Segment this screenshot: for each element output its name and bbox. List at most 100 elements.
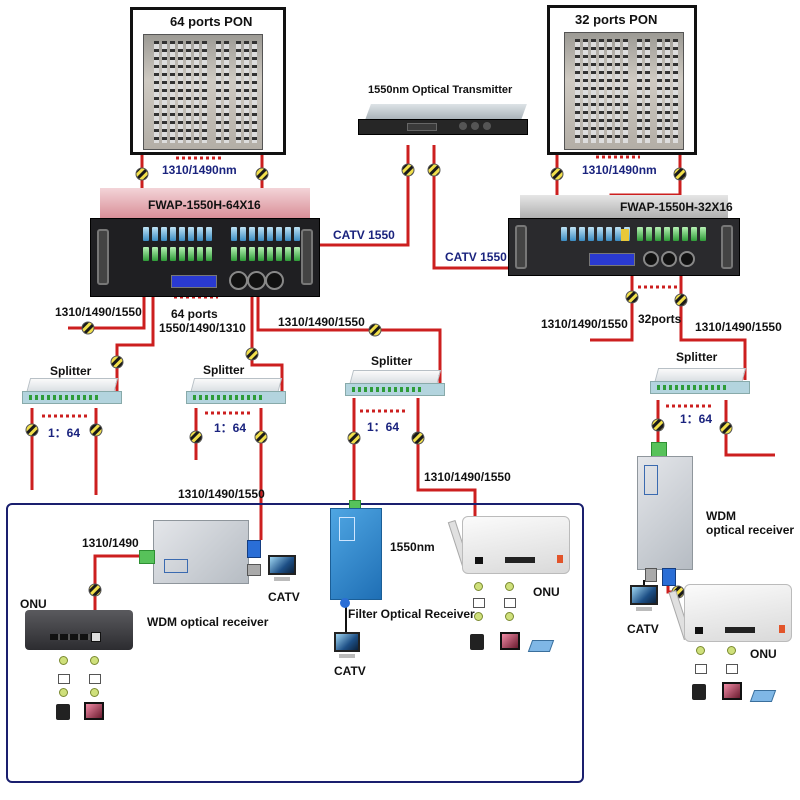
wdm-receiver-out-label: 1310/1490: [82, 536, 139, 550]
pon-right-title: 32 ports PON: [575, 12, 658, 27]
lan-connector-icon: [59, 656, 68, 665]
tv-icon: [268, 555, 296, 581]
olt-chassis-image: [143, 34, 263, 150]
subscriber-premises-box: [6, 503, 584, 783]
wdm-left-top: [100, 188, 310, 218]
link-label: 1310/1490/1550: [695, 320, 782, 334]
splitter-4: [650, 368, 750, 394]
coupler-icon: [411, 431, 425, 445]
splitter-3-label: Splitter: [371, 354, 413, 368]
catv-mid-label: CATV: [334, 664, 366, 678]
fiber-left-out-3: [250, 268, 284, 400]
pon-left-title: 64 ports PON: [170, 14, 253, 29]
fiber-split4-b: [724, 400, 775, 457]
onu-router: [462, 516, 570, 574]
wall-socket-icon: [726, 664, 738, 674]
coupler-icon: [673, 167, 687, 181]
wdm-right-ports-label: 32ports: [638, 312, 682, 326]
rf-output-port: [247, 564, 261, 576]
right-wdm-label-line1: WDM: [706, 509, 736, 523]
wdm-receiver-label: WDM optical receiver: [147, 615, 269, 629]
filter-receiver-label: Filter Optical Receiver: [348, 607, 475, 621]
phone-icon: [692, 684, 706, 700]
coupler-icon: [81, 321, 95, 335]
computer-icon: [500, 632, 520, 650]
wall-socket-icon: [58, 674, 70, 684]
wdm-right-com-ports: [637, 227, 706, 241]
link-label: 1310/1490/1550: [541, 317, 628, 331]
right-catv-label: CATV: [627, 622, 659, 636]
phone-icon: [56, 704, 70, 720]
wdm-right-display: [589, 253, 635, 266]
wdm-amplifier-64x16: [90, 218, 320, 297]
splitter-2: [186, 378, 286, 404]
coupler-icon: [719, 421, 733, 435]
transmitter-title: 1550nm Optical Transmitter: [368, 84, 513, 96]
coupler-icon: [189, 430, 203, 444]
splitter-1-label: Splitter: [50, 364, 92, 378]
right-onu-label: ONU: [750, 647, 777, 661]
lan-connector-icon: [90, 656, 99, 665]
catv-left-label: CATV: [268, 590, 300, 604]
splitter-3-ratio: 1：64: [367, 420, 400, 434]
onu-left-label: ONU: [20, 597, 47, 611]
wdm-left-model: FWAP-1550H-64X16: [148, 198, 261, 212]
wall-socket-icon: [473, 598, 485, 608]
filter-receiver-wavelength: 1550nm: [390, 540, 435, 554]
wdm-left-display: [171, 275, 217, 288]
coupler-icon: [427, 163, 441, 177]
splitter-4-label: Splitter: [676, 350, 718, 364]
splitter-1-ratio: 1：64: [48, 426, 81, 440]
tv-icon: [630, 585, 658, 611]
lan-connector-icon: [696, 646, 705, 655]
lan-connector-icon: [59, 688, 68, 697]
wdm-left-com-ports: [143, 247, 212, 261]
sc-upc-port: [662, 568, 676, 586]
fiber-left-out-2: [115, 268, 155, 400]
fiber-left-out-4: [256, 268, 442, 390]
computer-icon: [84, 702, 104, 720]
wdm-left-ports-label: 64 ports: [171, 307, 218, 321]
wdm-amplifier-32x16: [508, 218, 740, 276]
computer-icon: [722, 682, 742, 700]
lan-connector-icon: [474, 612, 483, 621]
lan-connector-icon: [90, 688, 99, 697]
wall-socket-icon: [89, 674, 101, 684]
tv-icon: [334, 632, 360, 658]
coupler-icon: [254, 430, 268, 444]
link-label: 1310/1490/1550: [55, 305, 142, 319]
phone-icon: [470, 634, 484, 650]
wdm-right-pon-ports: [561, 227, 630, 241]
pon-64-ports: 64 ports PON: [130, 7, 286, 155]
coupler-icon: [651, 418, 665, 432]
splitter-1: [22, 378, 122, 404]
coupler-icon: [550, 167, 564, 181]
splitter-3: [345, 370, 445, 396]
wdm-optical-receiver: [153, 520, 249, 584]
coupler-icon: [89, 423, 103, 437]
coupler-icon: [88, 583, 102, 597]
pon-32-ports: 32 ports PON: [547, 5, 697, 155]
coupler-icon: [368, 323, 382, 337]
lan-connector-icon: [505, 612, 514, 621]
lan-connector-icon: [727, 646, 736, 655]
onu-device: [25, 610, 133, 650]
onu-router-right: [684, 584, 792, 642]
wdm-right-top: [520, 195, 728, 221]
lan-connector-icon: [505, 582, 514, 591]
onu-mid-label: ONU: [533, 585, 560, 599]
filter-optical-receiver: [330, 508, 382, 600]
optical-transmitter: [358, 104, 528, 136]
wall-socket-icon: [695, 664, 707, 674]
laptop-icon: [749, 690, 777, 702]
splitter-4-ratio: 1：64: [680, 412, 713, 426]
olt-chassis-image: [564, 32, 684, 150]
pon-left-wavelength: 1310/1490nm: [162, 163, 237, 177]
coupler-icon: [245, 347, 259, 361]
lan-connector-icon: [474, 582, 483, 591]
coupler-icon: [347, 431, 361, 445]
laptop-icon: [527, 640, 555, 652]
coupler-icon: [255, 167, 269, 181]
sc-upc-port: [247, 540, 261, 558]
coupler-icon: [674, 293, 688, 307]
